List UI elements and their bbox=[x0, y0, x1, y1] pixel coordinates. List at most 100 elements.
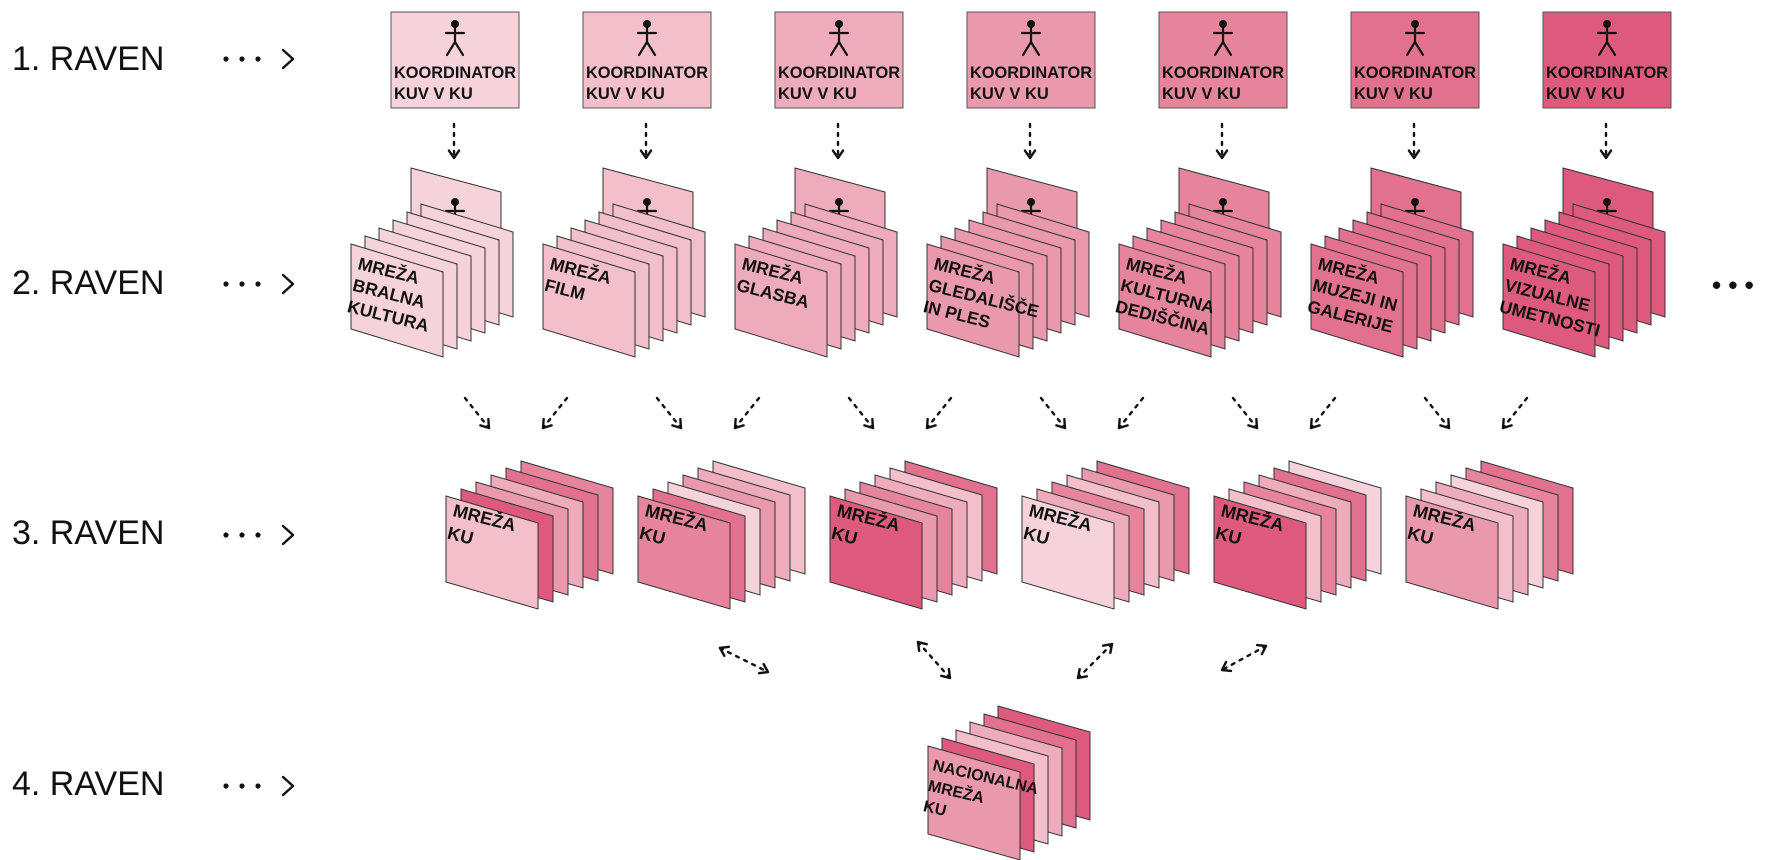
coordinator-title: KOORDINATOR bbox=[1354, 64, 1476, 82]
bidirectional-arrow bbox=[916, 640, 952, 680]
diagonal-down-arrow bbox=[541, 396, 569, 430]
network-stack: MREŽAFILM bbox=[542, 167, 706, 358]
diagonal-down-arrow bbox=[463, 396, 491, 430]
bidirectional-arrow bbox=[718, 645, 770, 675]
network-label: MREŽABRALNAKULTURA bbox=[345, 253, 442, 336]
level-4-label: 4. RAVEN bbox=[12, 765, 164, 803]
level-2-networks: MREŽABRALNAKULTURAMREŽAFILMMREŽAGLASBAMR… bbox=[345, 167, 1666, 358]
diagonal-down-arrow bbox=[925, 396, 953, 430]
network-stack: MREŽAKU bbox=[1213, 460, 1382, 610]
person-icon bbox=[444, 20, 466, 57]
network-layer bbox=[445, 495, 539, 610]
network-layer bbox=[926, 243, 1020, 358]
coordinator-subtitle: KUV V KU bbox=[970, 85, 1049, 103]
person-icon bbox=[1404, 20, 1426, 57]
network-stack: MREŽAKU bbox=[1021, 460, 1190, 610]
level-pointers bbox=[223, 48, 295, 797]
diagonal-down-arrow bbox=[847, 396, 875, 430]
network-stack: MREŽAKULTURNADEDIŠČINA bbox=[1113, 167, 1282, 358]
network-layer bbox=[1118, 243, 1212, 358]
level-4-network: NACIONALNAMREŽAKU bbox=[922, 705, 1091, 860]
coordinator-subtitle: KUV V KU bbox=[778, 85, 857, 103]
down-arrow bbox=[1215, 122, 1229, 160]
coordinator-box: KOORDINATOR KUV V KU bbox=[582, 11, 712, 109]
down-arrow bbox=[447, 122, 461, 160]
diagonal-down-arrow bbox=[733, 396, 761, 430]
diagonal-down-arrow bbox=[1501, 396, 1529, 430]
network-stack: MREŽAKU bbox=[829, 460, 998, 610]
coordinator-box: KOORDINATOR KUV V KU bbox=[1158, 11, 1288, 109]
diagonal-down-arrow bbox=[1117, 396, 1145, 430]
coordinator-title: KOORDINATOR bbox=[394, 64, 516, 82]
coordinator-title: KOORDINATOR bbox=[970, 64, 1092, 82]
coordinator-subtitle: KUV V KU bbox=[1546, 85, 1625, 103]
level-3-pointer-arrow bbox=[223, 524, 295, 546]
network-layer bbox=[1502, 243, 1596, 358]
coordinator-subtitle: KUV V KU bbox=[586, 85, 665, 103]
diagonal-down-arrow bbox=[1423, 396, 1451, 430]
person-icon bbox=[1020, 20, 1042, 57]
coordinator-subtitle: KUV V KU bbox=[394, 85, 473, 103]
down-arrow bbox=[639, 122, 653, 160]
diagonal-down-arrow bbox=[1039, 396, 1067, 430]
coordinator-box: KOORDINATOR KUV V KU bbox=[1350, 11, 1480, 109]
network-layer bbox=[1310, 243, 1404, 358]
person-icon bbox=[1212, 20, 1234, 57]
network-stack: MREŽABRALNAKULTURA bbox=[345, 167, 514, 358]
more-networks-indicator: • • • bbox=[1712, 270, 1754, 300]
level-2-pointer-arrow bbox=[223, 273, 295, 295]
network-stack: MREŽAKU bbox=[1405, 460, 1574, 610]
network-stack: MREŽAKU bbox=[637, 460, 806, 610]
network-stack: MREŽAGLEDALIŠČEIN PLES bbox=[921, 167, 1090, 358]
coordinator-title: KOORDINATOR bbox=[1546, 64, 1668, 82]
network-stack: NACIONALNAMREŽAKU bbox=[922, 705, 1091, 860]
network-layer bbox=[734, 243, 828, 358]
network-layer bbox=[1213, 495, 1307, 610]
down-arrow bbox=[1407, 122, 1421, 160]
network-layer bbox=[1405, 495, 1499, 610]
coordinator-title: KOORDINATOR bbox=[586, 64, 708, 82]
down-arrow bbox=[1599, 122, 1613, 160]
network-stack: MREŽAVIZUALNEUMETNOSTI bbox=[1497, 167, 1666, 358]
person-icon bbox=[636, 20, 658, 57]
coordinator-box: KOORDINATOR KUV V KU bbox=[774, 11, 904, 109]
diagonal-down-arrow bbox=[1309, 396, 1337, 430]
diagonal-down-arrow bbox=[655, 396, 683, 430]
network-stack: MREŽAGLASBA bbox=[734, 167, 898, 358]
network-layer bbox=[542, 243, 636, 358]
bidirectional-arrow bbox=[1076, 642, 1114, 680]
network-layer bbox=[350, 243, 444, 358]
coordinator-box: KOORDINATOR KUV V KU bbox=[966, 11, 1096, 109]
network-label: MREŽAKU bbox=[445, 500, 518, 558]
down-arrow bbox=[831, 122, 845, 160]
network-layer bbox=[927, 745, 1021, 860]
level-3-networks: MREŽAKUMREŽAKUMREŽAKUMREŽAKUMREŽAKUMREŽA… bbox=[445, 460, 1574, 610]
coordinator-subtitle: KUV V KU bbox=[1354, 85, 1433, 103]
coordinator-box: KOORDINATOR KUV V KU bbox=[390, 11, 520, 109]
network-stack: MREŽAMUZEJI INGALERIJE bbox=[1305, 167, 1474, 358]
coordinator-box: KOORDINATOR KUV V KU bbox=[1542, 11, 1672, 109]
coordinator-title: KOORDINATOR bbox=[1162, 64, 1284, 82]
person-icon bbox=[1596, 20, 1618, 57]
level-4-pointer-arrow bbox=[223, 775, 295, 797]
person-icon bbox=[828, 20, 850, 57]
bidirectional-arrow bbox=[1220, 643, 1268, 673]
diagonal-down-arrow bbox=[1231, 396, 1259, 430]
network-stack: MREŽAKU bbox=[445, 460, 614, 610]
level-labels: 1. RAVEN 2. RAVEN 3. RAVEN 4. RAVEN bbox=[12, 40, 164, 803]
level-1-pointer-arrow bbox=[223, 48, 295, 70]
level-1-label: 1. RAVEN bbox=[12, 40, 164, 78]
network-layer bbox=[637, 495, 731, 610]
level-2-to-3-arrows bbox=[463, 396, 1529, 430]
network-layer bbox=[829, 495, 923, 610]
level-3-label: 3. RAVEN bbox=[12, 514, 164, 552]
level-3-to-4-arrows bbox=[718, 640, 1268, 680]
coordinator-subtitle: KUV V KU bbox=[1162, 85, 1241, 103]
down-arrow bbox=[1023, 122, 1037, 160]
network-label: MREŽAVIZUALNEUMETNOSTI bbox=[1497, 253, 1613, 341]
coordinator-title: KOORDINATOR bbox=[778, 64, 900, 82]
network-layer bbox=[1021, 495, 1115, 610]
level-1-to-2-arrows bbox=[447, 122, 1613, 160]
